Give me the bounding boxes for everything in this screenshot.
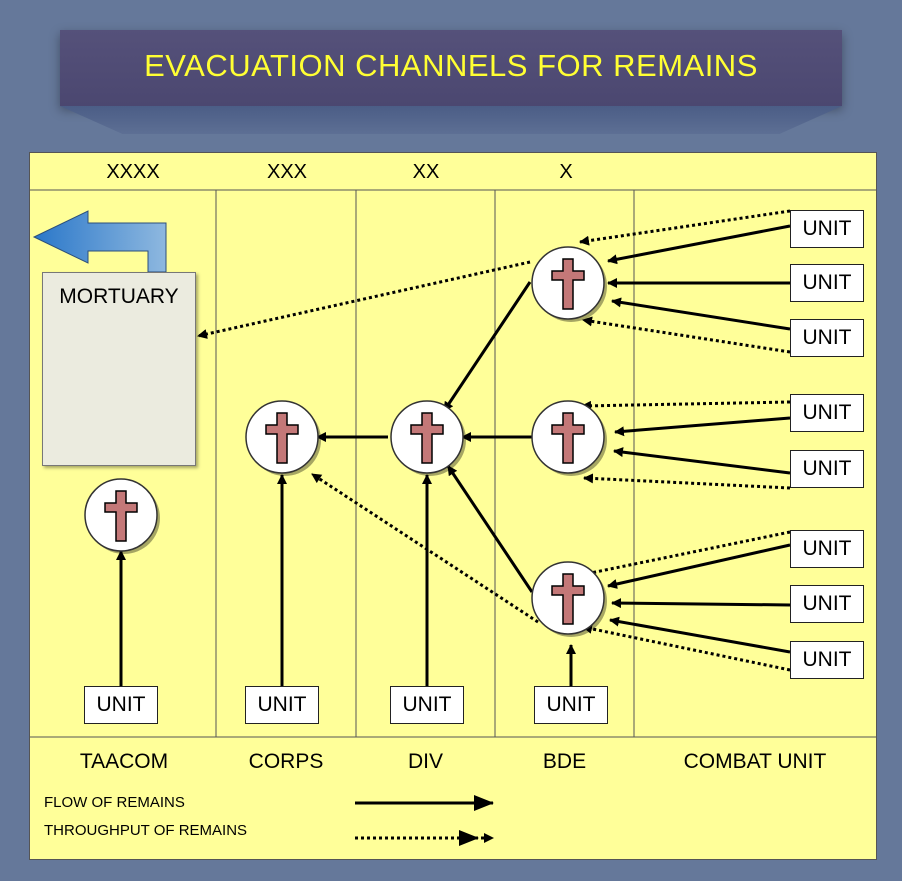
column-label-bde: BDE xyxy=(542,750,587,773)
unit-box-combat: UNIT xyxy=(790,394,864,432)
echelon-mark-xxxx: XXXX xyxy=(106,161,160,183)
unit-box-combat: UNIT xyxy=(790,450,864,488)
column-label-combat-unit: COMBAT UNIT xyxy=(683,750,827,773)
column-label-corps: CORPS xyxy=(248,750,324,773)
echelon-mark-xx: XX xyxy=(412,161,440,183)
column-label-taacom: TAACOM xyxy=(79,750,169,773)
flow-arrow xyxy=(611,598,791,609)
unit-box-bde: UNIT xyxy=(534,686,608,724)
throughput-arrow xyxy=(581,400,791,411)
throughput-arrow xyxy=(582,623,791,672)
unit-box-combat: UNIT xyxy=(790,319,864,357)
unit-box-combat: UNIT xyxy=(790,210,864,248)
throughput-arrow xyxy=(583,473,791,490)
unit-box-div: UNIT xyxy=(390,686,464,724)
collection-point-cross-icon xyxy=(245,400,321,476)
throughput-arrow xyxy=(197,260,531,339)
unit-box-combat: UNIT xyxy=(790,585,864,623)
column-label-div: DIV xyxy=(407,750,443,773)
unit-box-combat: UNIT xyxy=(790,264,864,302)
unit-box-taacom: UNIT xyxy=(84,686,158,724)
mortuary-box: MORTUARY xyxy=(42,272,196,466)
collection-point-cross-icon xyxy=(390,400,466,476)
unit-box-corps: UNIT xyxy=(245,686,319,724)
collection-point-cross-icon xyxy=(531,561,607,637)
throughput-arrow xyxy=(579,209,791,246)
collection-point-cross-icon xyxy=(84,478,160,554)
flow-arrow xyxy=(607,224,791,265)
collection-point-cross-icon xyxy=(531,400,607,476)
title-banner-bevel xyxy=(60,106,842,134)
legend-flow-label: FLOW OF REMAINS xyxy=(44,794,185,811)
flow-arrow xyxy=(614,416,791,437)
unit-box-combat: UNIT xyxy=(790,641,864,679)
title-banner: EVACUATION CHANNELS FOR REMAINS xyxy=(60,30,842,106)
echelon-mark-x: X xyxy=(559,161,573,183)
diagram-title: EVACUATION CHANNELS FOR REMAINS xyxy=(144,48,758,83)
diagram-panel xyxy=(29,152,877,860)
mortuary-label: MORTUARY xyxy=(59,285,179,308)
evacuation-arrow-icon xyxy=(32,210,167,273)
throughput-arrow xyxy=(582,316,791,354)
flow-arrow xyxy=(609,616,791,654)
unit-box-combat: UNIT xyxy=(790,530,864,568)
flow-arrow xyxy=(613,447,791,475)
echelon-mark-xxx: XXX xyxy=(266,161,308,183)
flow-arrow xyxy=(442,281,532,412)
legend-throughput-label: THROUGHPUT OF REMAINS xyxy=(44,822,248,839)
flow-arrow xyxy=(446,465,534,593)
flow-arrow xyxy=(611,297,791,331)
collection-point-cross-icon xyxy=(531,246,607,322)
flow-arrow xyxy=(607,543,791,589)
